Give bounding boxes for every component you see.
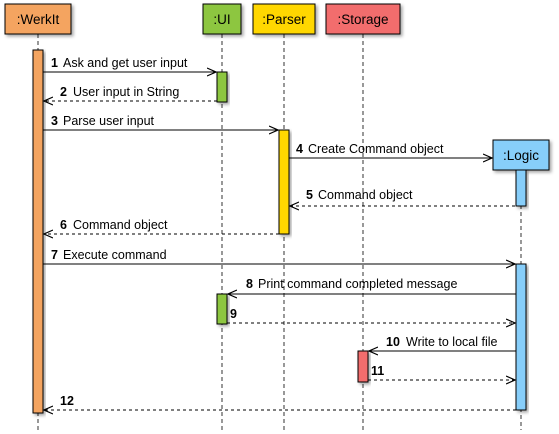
message-8-label: Print command completed message — [258, 277, 457, 291]
activation-logic-2 — [515, 263, 527, 411]
message-12: 12 — [44, 394, 516, 410]
message-1: 1 Ask and get user input — [43, 56, 216, 72]
participant-ui: :UI — [202, 3, 242, 35]
message-11: 11 — [368, 364, 515, 380]
message-5-label: Command object — [318, 188, 413, 202]
activation-werkit — [32, 49, 44, 414]
message-3: 3 Parse user input — [43, 114, 278, 130]
message-3-label: Parse user input — [63, 114, 155, 128]
participant-ui-label: :UI — [213, 12, 230, 27]
message-8: 8 Print command completed message — [228, 277, 516, 294]
participant-logic: :Logic — [492, 139, 550, 171]
message-7-label: Execute command — [63, 248, 167, 262]
message-2: 2 User input in String — [44, 85, 217, 101]
participant-logic-label: :Logic — [503, 148, 539, 163]
message-10: 10 Write to local file — [369, 335, 516, 351]
message-4-label: Create Command object — [308, 142, 444, 156]
message-6-number: 6 — [60, 218, 67, 232]
message-5: 5 Command object — [290, 188, 515, 206]
message-9: 9 — [227, 307, 515, 323]
message-8-number: 8 — [246, 277, 253, 291]
message-2-label: User input in String — [73, 85, 179, 99]
message-11-number: 11 — [371, 364, 384, 378]
message-7-number: 7 — [51, 248, 58, 262]
participant-werkit-label: :WerkIt — [17, 12, 60, 27]
participant-werkit: :WerkIt — [4, 3, 72, 35]
message-4-number: 4 — [296, 142, 303, 156]
message-2-number: 2 — [60, 85, 67, 99]
activation-parser — [278, 129, 290, 235]
message-5-number: 5 — [306, 188, 313, 202]
message-10-number: 10 — [386, 335, 400, 349]
participant-storage: :Storage — [325, 3, 401, 35]
message-3-number: 3 — [51, 114, 58, 128]
activation-storage — [357, 350, 369, 383]
message-4: 4 Create Command object — [289, 142, 492, 158]
activation-ui-1 — [216, 71, 228, 103]
participant-storage-label: :Storage — [337, 12, 388, 27]
message-6-label: Command object — [73, 218, 168, 232]
participant-parser: :Parser — [252, 3, 316, 35]
message-12-number: 12 — [60, 394, 74, 408]
activation-logic-1 — [515, 169, 527, 207]
message-10-label: Write to local file — [406, 335, 498, 349]
participant-parser-label: :Parser — [262, 12, 306, 27]
message-6: 6 Command object — [44, 218, 279, 234]
activation-ui-2 — [216, 293, 228, 325]
message-9-number: 9 — [230, 307, 237, 321]
message-1-label: Ask and get user input — [63, 56, 188, 70]
message-7: 7 Execute command — [43, 248, 515, 264]
message-1-number: 1 — [51, 56, 58, 70]
